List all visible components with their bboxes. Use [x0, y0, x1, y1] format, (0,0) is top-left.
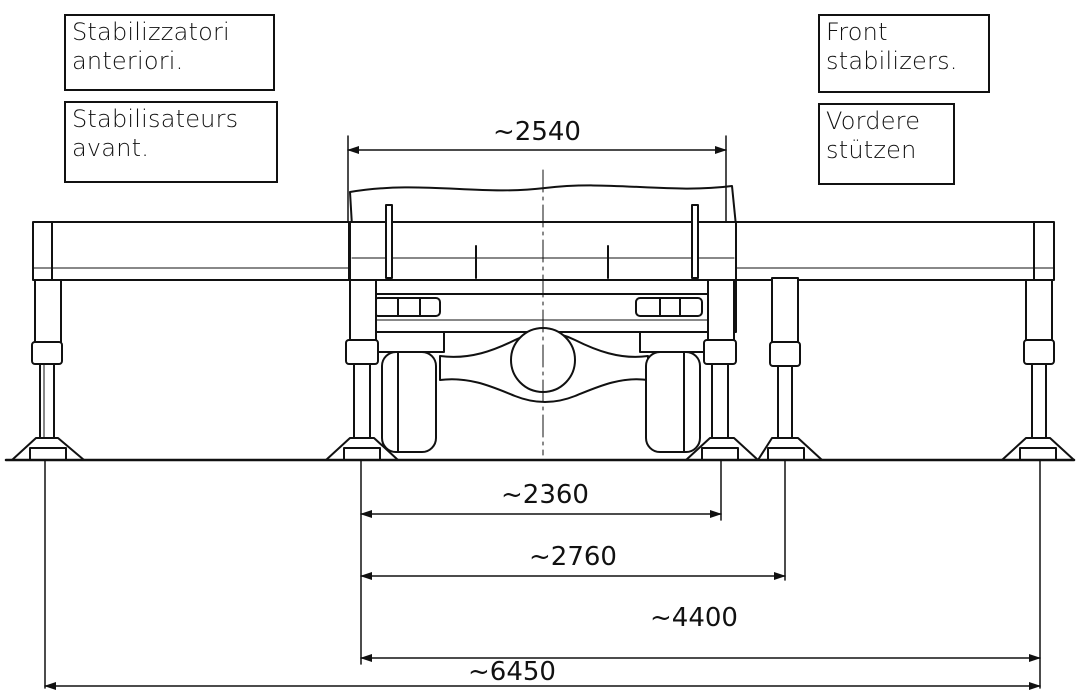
- stabilizer-leg-inner-right: [685, 279, 759, 461]
- stabilizer-leg-extra: [757, 277, 823, 461]
- label-english-line2: stabilizers.: [826, 47, 958, 75]
- label-italian: Stabilizzatori anteriori.: [64, 14, 275, 91]
- dim-text-2360: ~2360: [501, 480, 589, 510]
- dimension-lines: [44, 146, 1041, 690]
- dim-text-2760: ~2760: [529, 542, 617, 572]
- label-german-line1: Vordere: [826, 107, 921, 135]
- dim-text-4400: ~4400: [650, 603, 738, 633]
- label-french-line1: Stabilisateurs: [72, 105, 239, 133]
- stabilizer-leg-far-right: [1001, 279, 1075, 461]
- dim-text-6450: ~6450: [468, 657, 556, 687]
- label-german-line2: stützen: [826, 136, 917, 164]
- right-outrigger-beam: [733, 221, 1055, 281]
- label-english: Front stabilizers.: [818, 14, 990, 93]
- label-french: Stabilisateurs avant.: [64, 101, 278, 183]
- label-german: Vordere stützen: [818, 103, 955, 185]
- stabilizer-leg-far-left: [11, 279, 85, 461]
- label-italian-line1: Stabilizzatori: [72, 18, 230, 46]
- label-italian-line2: anteriori.: [72, 47, 184, 75]
- stabilizer-leg-inner-left: [325, 279, 399, 461]
- dim-text-2540: ~2540: [493, 117, 581, 147]
- label-english-line1: Front: [826, 18, 888, 46]
- label-french-line2: avant.: [72, 134, 150, 162]
- left-outrigger-beam: [32, 221, 350, 281]
